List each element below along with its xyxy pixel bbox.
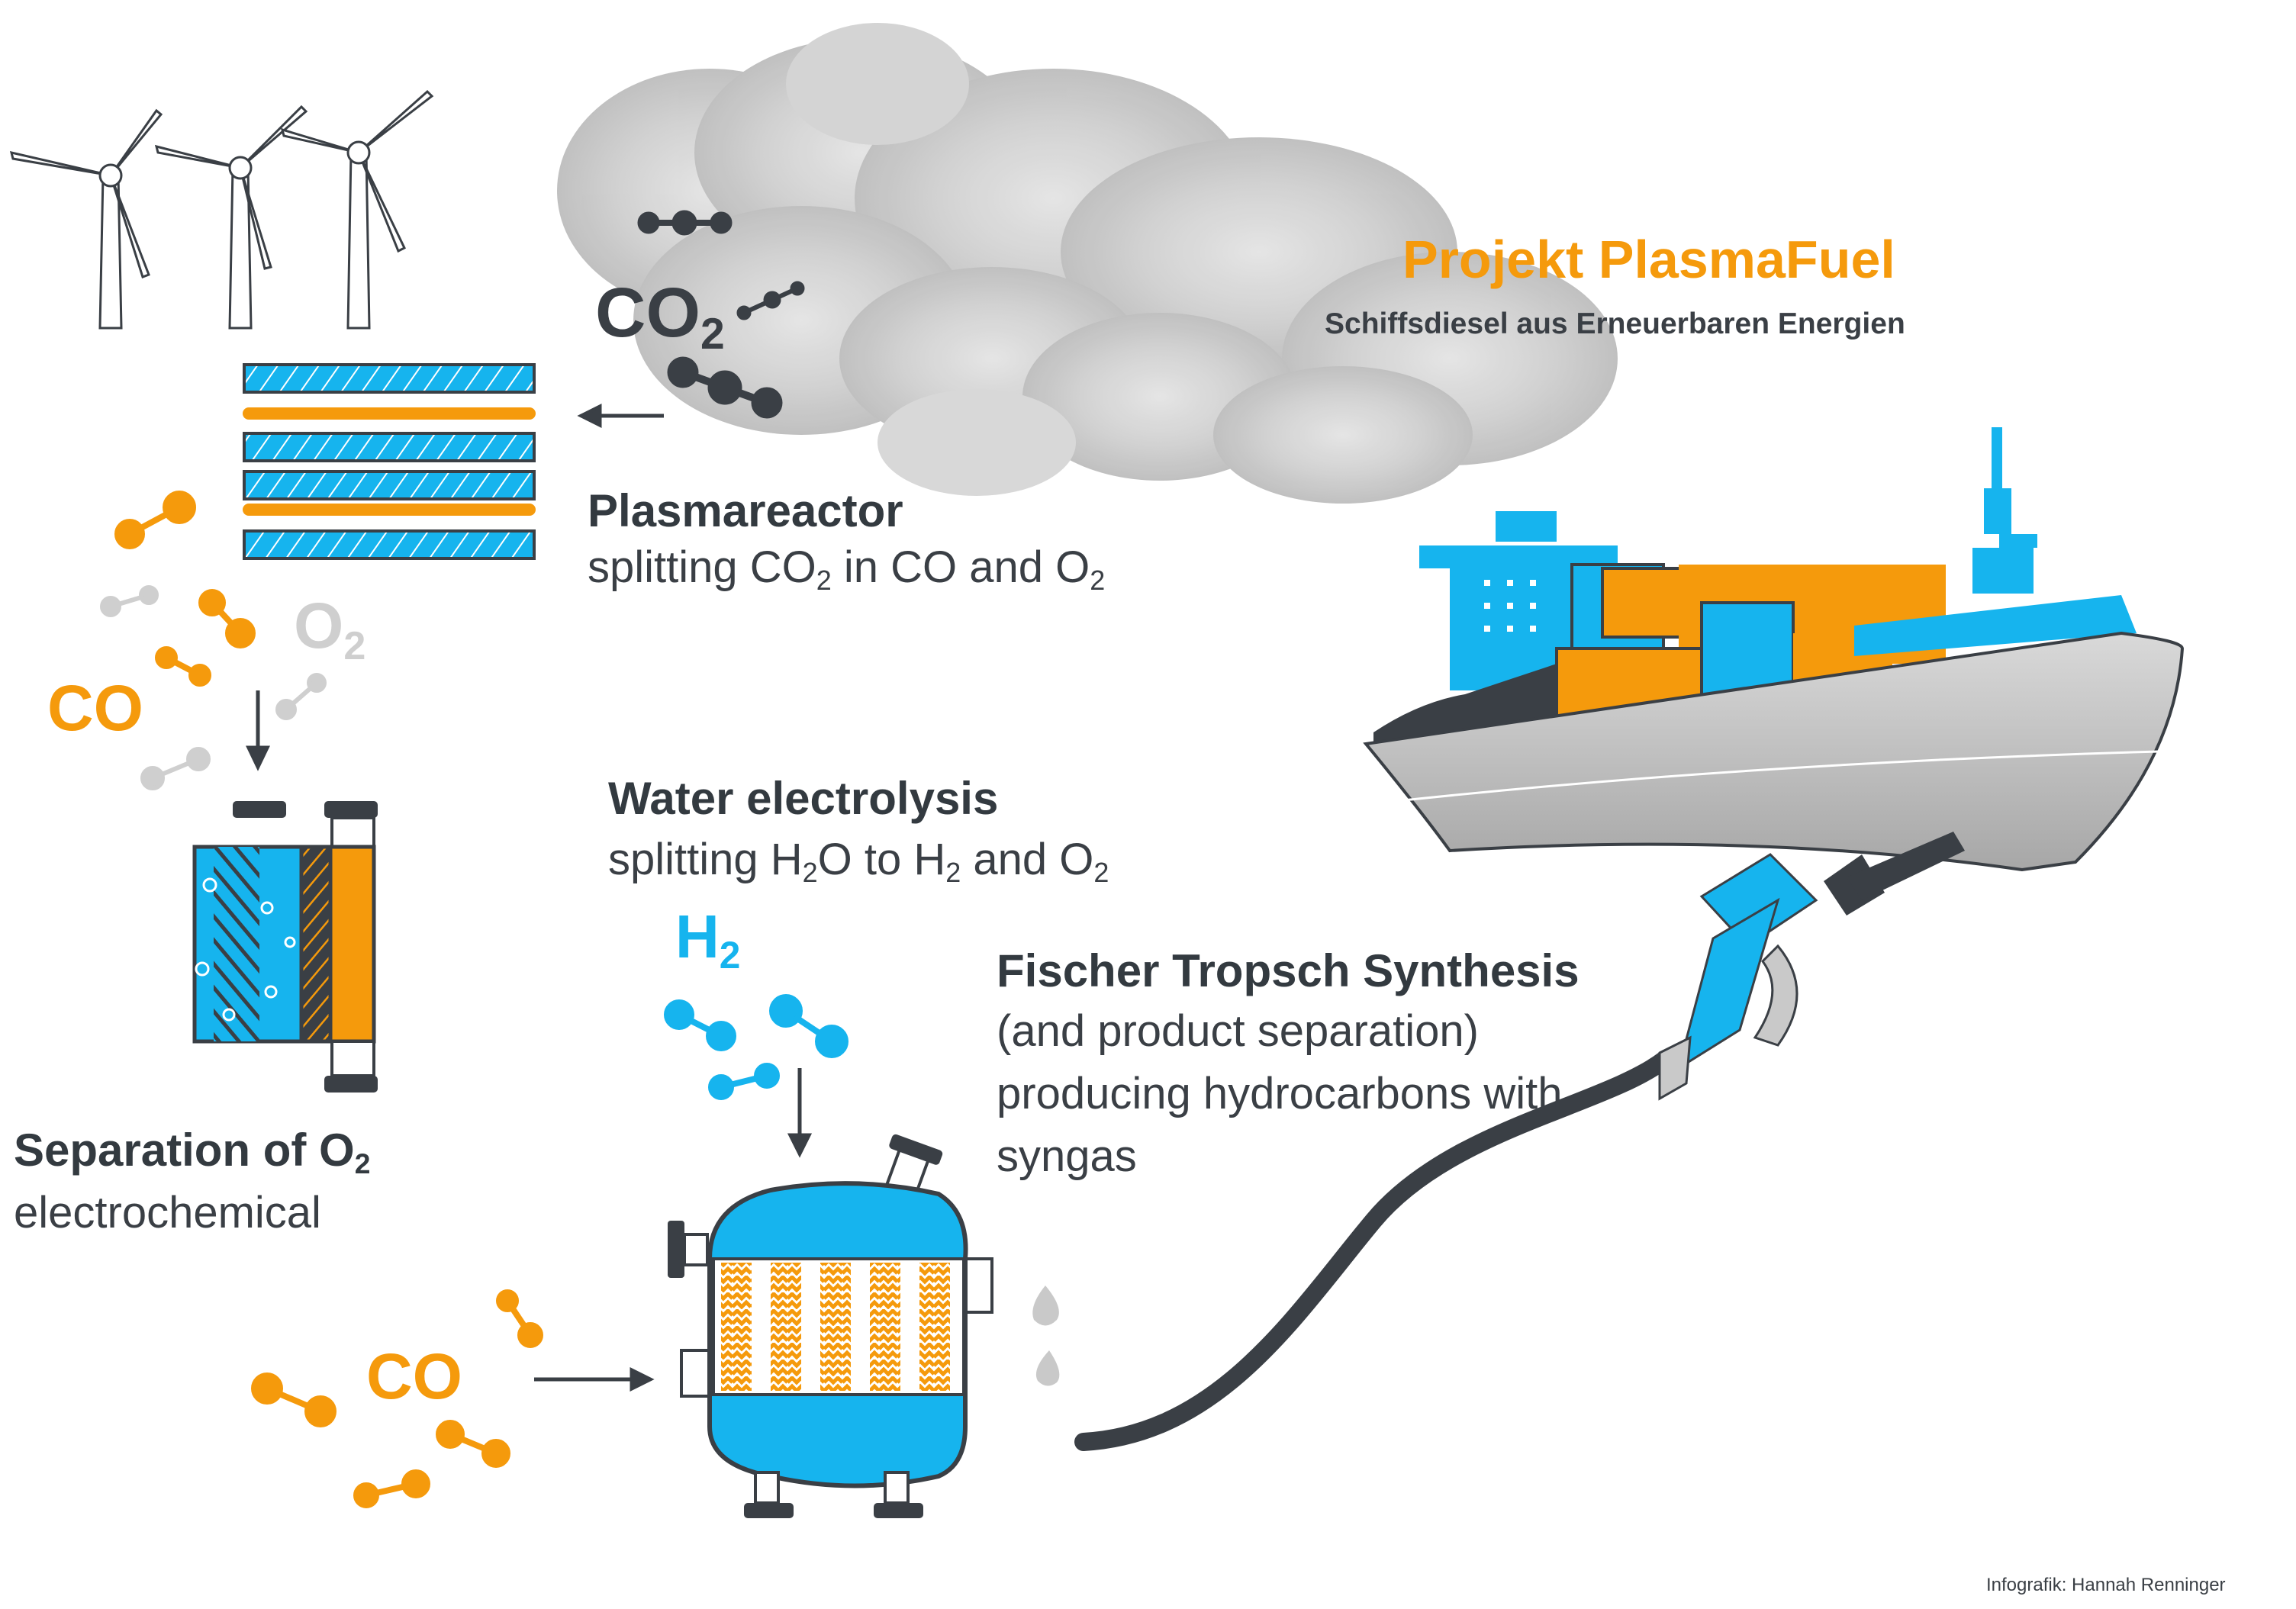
plasmareactor-desc-o2-sub: 2 xyxy=(1090,565,1106,597)
we-o2-a: O xyxy=(1059,835,1094,884)
we-h2-sub: 2 xyxy=(945,857,961,889)
arrow-down-icon xyxy=(246,690,270,771)
co2-label: CO2 xyxy=(595,273,725,359)
h2-molecules-icon xyxy=(664,994,849,1100)
plasmareactor-icon xyxy=(243,363,536,560)
fuel-hose-icon xyxy=(1074,1051,1673,1451)
co-label-bottom: CO xyxy=(366,1340,462,1412)
we-desc-pre: splitting xyxy=(608,835,771,884)
fischer-tropsch-line3: syngas xyxy=(997,1131,1137,1181)
water-electrolysis-description: splitting H2O to H2 and O2 xyxy=(608,834,1109,889)
fischer-tropsch-reactor-icon xyxy=(668,1134,993,1518)
fischer-tropsch-line2: producing hydrocarbons with xyxy=(997,1069,1563,1118)
co2-label-sub: 2 xyxy=(700,309,725,359)
arrow-left-icon xyxy=(577,403,664,429)
project-title: Projekt PlasmaFuel xyxy=(1402,229,1895,290)
co-o2-molecules-icon xyxy=(100,491,327,790)
wind-turbines-icon xyxy=(9,89,434,330)
water-electrolysis-heading: Water electrolysis xyxy=(608,773,999,824)
plasmareactor-desc-co2: CO xyxy=(749,542,816,592)
arrow-down-icon-2 xyxy=(787,1068,813,1158)
we-mid: to xyxy=(852,835,914,884)
separation-heading-text: Separation of O xyxy=(14,1125,355,1176)
we-h2o-sub: 2 xyxy=(802,857,818,889)
we-o2-sub: 2 xyxy=(1093,857,1109,889)
plasmareactor-desc-o2: O xyxy=(1055,542,1090,592)
co2-molecules-icon xyxy=(637,210,805,419)
fuel-drops-icon xyxy=(1032,1286,1060,1386)
fischer-tropsch-heading: Fischer Tropsch Synthesis xyxy=(997,945,1580,996)
we-h2o-b: O xyxy=(817,835,852,884)
plasmareactor-heading: Plasmareactor xyxy=(588,485,903,536)
co-molecules-bottom-icon xyxy=(251,1289,543,1508)
plasmareactor-desc-mid: in CO and xyxy=(831,542,1056,592)
o2-label-text: O xyxy=(294,590,344,661)
h2-label-sub: 2 xyxy=(719,933,741,977)
smoke-cloud xyxy=(557,23,1618,504)
h2-label-text: H xyxy=(675,903,720,970)
ship-icon xyxy=(1363,427,2185,872)
separation-heading: Separation of O2 xyxy=(14,1124,371,1180)
h2-label: H2 xyxy=(675,902,740,977)
we-and: and xyxy=(961,835,1060,884)
o2-label-sub: 2 xyxy=(343,623,366,668)
fuel-nozzle-icon xyxy=(1658,832,1965,1101)
co2-label-text: CO xyxy=(595,274,700,352)
separation-description: electrochemical xyxy=(14,1188,321,1237)
project-title-prefix: Projekt xyxy=(1402,230,1584,289)
plasmareactor-description: splitting CO2 in CO and O2 xyxy=(588,542,1106,597)
separation-cell-icon xyxy=(192,801,378,1093)
we-h2-a: H xyxy=(913,835,946,884)
o2-label: O2 xyxy=(294,589,365,668)
separation-heading-sub: 2 xyxy=(354,1147,371,1180)
plasmareactor-desc-co2-sub: 2 xyxy=(816,565,832,597)
project-subtitle: Schiffsdiesel aus Erneuerbaren Energien xyxy=(1325,307,1905,340)
co-label-top: CO xyxy=(47,672,143,744)
fischer-tropsch-line1: (and product separation) xyxy=(997,1006,1479,1056)
arrow-right-icon xyxy=(534,1366,655,1392)
project-title-name: PlasmaFuel xyxy=(1598,230,1895,289)
plasmareactor-desc-pre: splitting xyxy=(588,542,750,592)
we-h2o-a: H xyxy=(770,835,803,884)
credit-text: Infografik: Hannah Renninger xyxy=(1986,1575,2226,1595)
